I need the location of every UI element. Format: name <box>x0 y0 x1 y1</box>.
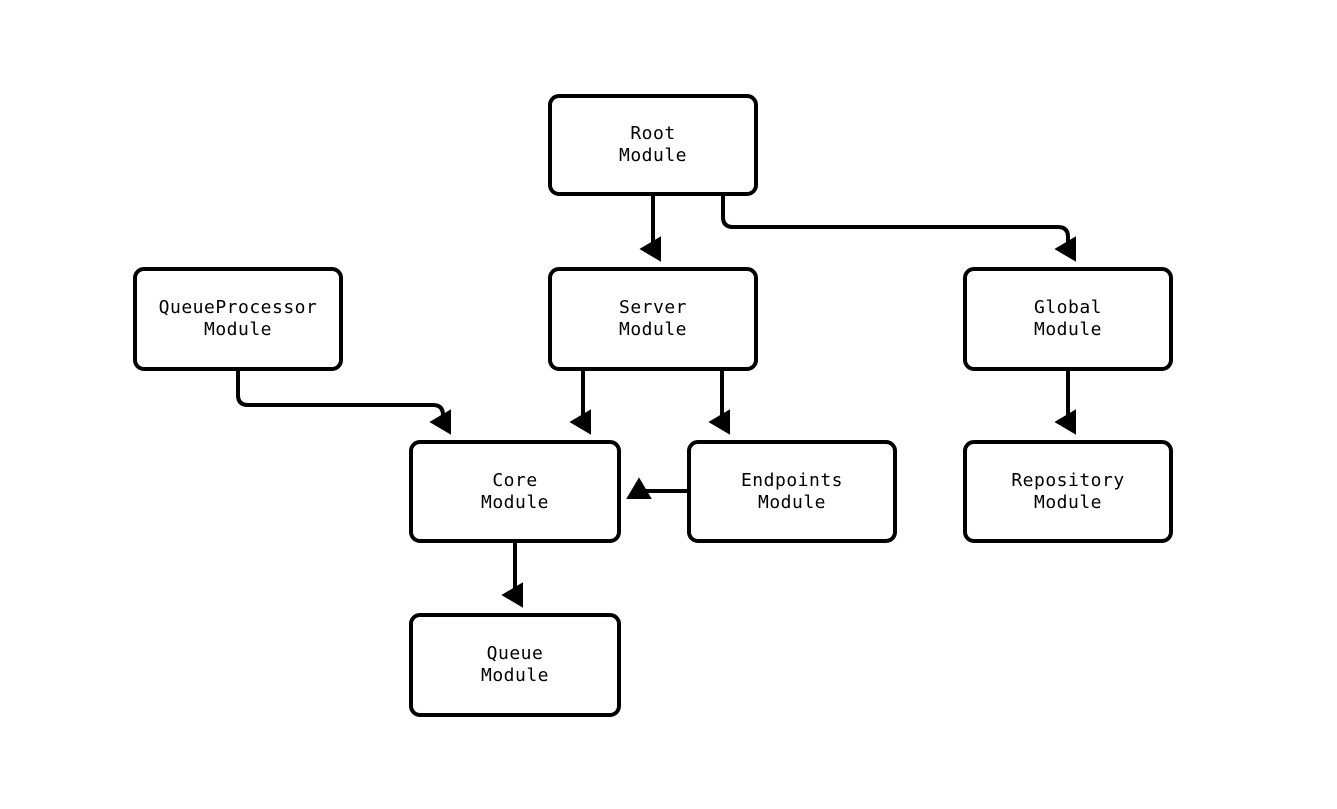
node-queueprocessor-module[interactable]: QueueProcessor Module <box>133 267 343 371</box>
node-queue-module-line1: Queue <box>486 643 544 664</box>
node-queue-module[interactable]: Queue Module <box>409 613 621 717</box>
node-server-module-line1: Server <box>618 297 688 318</box>
node-global-module-line1: Global <box>1033 297 1103 318</box>
node-core-module[interactable]: Core Module <box>409 440 621 543</box>
node-queueprocessor-module-line2: Module <box>203 319 273 340</box>
edge-root-to-global <box>721 196 1076 262</box>
node-endpoints-module-line1: Endpoints <box>740 469 844 491</box>
node-root-module[interactable]: Root Module <box>548 94 758 196</box>
node-repository-module-line2: Module <box>1033 491 1103 513</box>
node-global-module-line2: Module <box>1033 319 1103 340</box>
node-server-module[interactable]: Server Module <box>548 267 758 371</box>
node-queue-module-line2: Module <box>480 665 550 686</box>
node-repository-module[interactable]: Repository Module <box>963 440 1173 543</box>
node-endpoints-module[interactable]: Endpoints Module <box>687 440 897 543</box>
node-repository-module-line1: Repository <box>1011 469 1125 491</box>
node-core-module-line2: Module <box>480 491 550 513</box>
node-core-module-line1: Core <box>492 469 538 491</box>
node-endpoints-module-line2: Module <box>757 491 827 513</box>
node-root-module-line2: Module <box>618 145 688 166</box>
node-queueprocessor-module-line1: QueueProcessor <box>158 297 318 318</box>
node-global-module[interactable]: Global Module <box>963 267 1173 371</box>
edge-queueprocessor-to-core <box>236 371 451 435</box>
node-server-module-line2: Module <box>618 319 688 340</box>
node-root-module-line1: Root <box>630 123 676 144</box>
